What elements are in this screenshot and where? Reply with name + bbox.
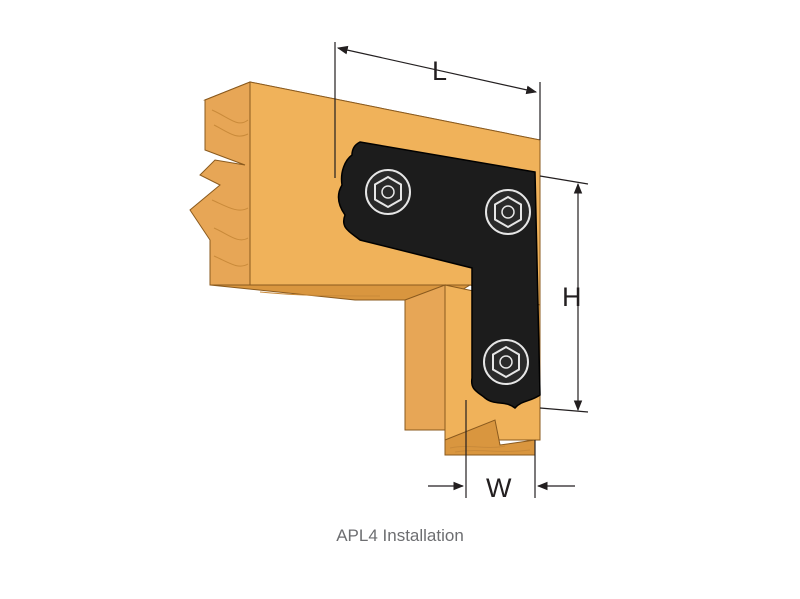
beam-grain (211, 109, 381, 297)
height-label: H (562, 282, 582, 312)
dimension-height (539, 175, 589, 413)
post-grain (449, 445, 531, 453)
length-label: L (432, 56, 447, 86)
dimension-width (428, 400, 575, 498)
dimension-length (334, 42, 541, 178)
width-label: W (486, 473, 512, 503)
post-side-face (404, 284, 446, 431)
hex-bolt-1 (365, 169, 411, 215)
hex-bolt-3 (483, 339, 529, 385)
hex-bolt-2 (485, 189, 531, 235)
beam-end-grain (189, 81, 251, 286)
figure-caption: APL4 Installation (336, 526, 464, 545)
